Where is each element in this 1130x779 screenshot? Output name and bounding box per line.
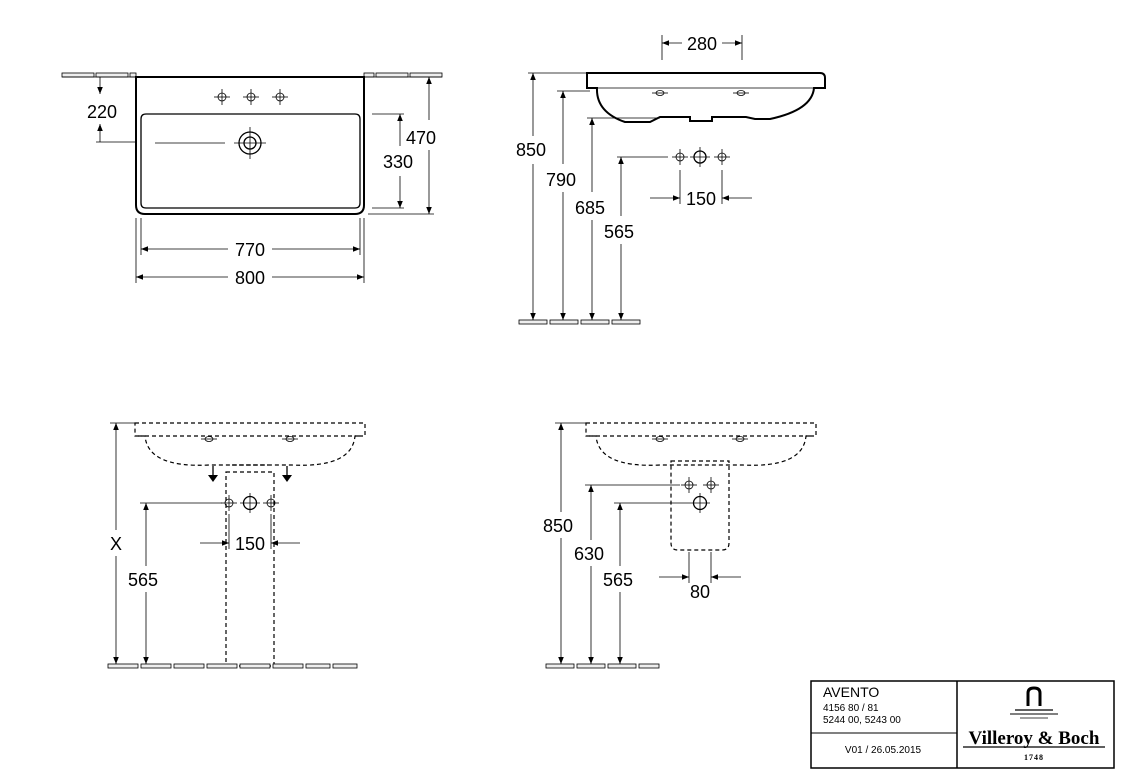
basin-outline [135, 76, 365, 215]
water-connections [221, 493, 279, 513]
basin-bowl [140, 113, 361, 209]
floor-strip [545, 663, 660, 669]
dim-850: 850 [543, 516, 573, 536]
overflow-holes [652, 90, 749, 96]
water-connections [681, 477, 719, 513]
top-view: 220 470 330 770 800 [61, 72, 443, 288]
pedestal-view: X 565 150 [107, 422, 366, 669]
version-date: V01 / 26.05.2015 [845, 745, 922, 756]
dim-x: X [110, 534, 122, 554]
dim-565: 565 [128, 570, 158, 590]
villeroy-boch-logo-icon: Villeroy & Boch 1748 [963, 686, 1105, 762]
product-code-1: 4156 80 / 81 [823, 703, 879, 714]
dim-150: 150 [686, 189, 716, 209]
floor-strip [518, 319, 641, 325]
dim-850: 850 [516, 140, 546, 160]
tap-holes [214, 89, 288, 105]
arrow-down-icon [208, 466, 218, 482]
dim-790: 790 [546, 170, 576, 190]
dim-770: 770 [235, 240, 265, 260]
dim-565: 565 [603, 570, 633, 590]
dim-630: 630 [574, 544, 604, 564]
product-name: AVENTO [823, 684, 879, 700]
brand-year: 1748 [1024, 753, 1044, 762]
product-code-2: 5244 00, 5243 00 [823, 715, 901, 726]
semi-pedestal-view: 850 630 565 80 [543, 422, 817, 669]
dim-800: 800 [235, 268, 265, 288]
dim-150: 150 [235, 534, 265, 554]
basin-front-profile [586, 72, 826, 123]
dim-565: 565 [604, 222, 634, 242]
floor-strip [107, 663, 358, 669]
dim-280: 280 [687, 34, 717, 54]
water-connections [672, 147, 730, 167]
brand-name: Villeroy & Boch [969, 728, 1100, 749]
dim-330: 330 [383, 152, 413, 172]
dim-685: 685 [575, 198, 605, 218]
drain-icon [234, 127, 266, 159]
dim-80: 80 [690, 582, 710, 602]
side-view: 280 850 790 685 565 [516, 34, 826, 325]
dim-470: 470 [406, 128, 436, 148]
arrow-down-icon [282, 466, 292, 482]
dim-220: 220 [87, 102, 117, 122]
title-block: AVENTO 4156 80 / 81 5244 00, 5243 00 V01… [810, 680, 1115, 769]
